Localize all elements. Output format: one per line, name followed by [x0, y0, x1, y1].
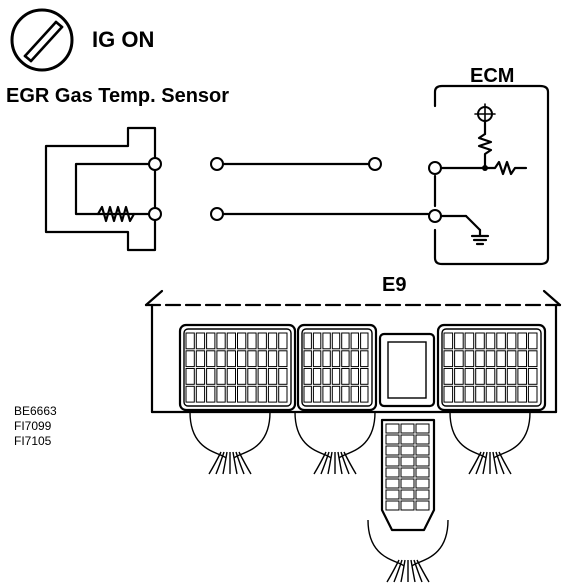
- wire-harness-lower: [367, 519, 449, 583]
- sensor-terminal-bottom: [148, 207, 162, 221]
- wire-upper: [210, 157, 382, 171]
- ecm-label: ECM: [470, 65, 514, 87]
- wire-harness-center: [294, 411, 376, 475]
- ecm-terminal-top: [428, 161, 442, 175]
- connector-housing: [144, 289, 562, 414]
- ignition-key-icon: [10, 8, 74, 72]
- ignition-label: IG ON: [92, 27, 154, 52]
- wire-harness-left: [189, 411, 271, 475]
- connector-block-right: [436, 323, 547, 412]
- ecm-terminal-bottom: [428, 209, 442, 223]
- sensor-label: EGR Gas Temp. Sensor: [6, 85, 229, 107]
- figure-code-1: BE6663: [14, 404, 57, 418]
- sensor-terminal-top: [148, 157, 162, 171]
- connector-blocks: [178, 323, 547, 583]
- connector-window: [378, 332, 436, 408]
- figure-code-2: FI7099: [14, 419, 52, 433]
- connector-block-center: [296, 323, 378, 412]
- figure-code-3: FI7105: [14, 434, 52, 448]
- wire-harness-right: [449, 411, 531, 475]
- connector-plug-lower: [380, 418, 436, 532]
- connector-label: E9: [382, 274, 406, 296]
- connector-block-left: [178, 323, 297, 412]
- ecm-block: [428, 84, 550, 266]
- wire-lower: [210, 207, 430, 221]
- egr-sensor-symbol: [44, 126, 162, 252]
